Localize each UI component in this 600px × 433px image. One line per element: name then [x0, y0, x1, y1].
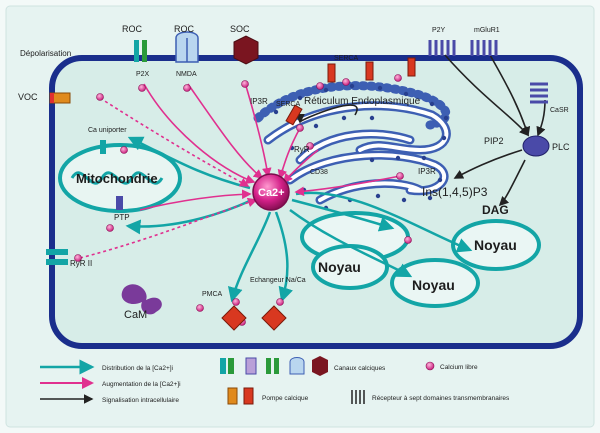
- roc1-label: ROC: [122, 24, 143, 34]
- ca2-label: Ca2+: [258, 187, 285, 199]
- legend-aug: Augmentation de la [Ca2+]i: [102, 381, 181, 388]
- pumps: [221, 57, 416, 331]
- voc-channel: [49, 92, 71, 104]
- legend: Distribution de la [Ca2+]i Augmentation …: [40, 356, 510, 405]
- noyau3-label: Noyau: [412, 277, 455, 293]
- legend-channels: Canaux calciques: [334, 365, 386, 372]
- voc-label: VOC: [18, 92, 38, 102]
- gpcr-right-label: CaSR: [550, 107, 569, 114]
- legend-receptor: Récepteur à sept domaines transmembranai…: [372, 395, 510, 402]
- exchanger-label: Echangeur Na/Ca: [250, 277, 306, 284]
- gpcr-left-label: P2Y: [432, 27, 446, 34]
- gpcr-mid-label: mGluR1: [474, 27, 500, 34]
- roc-nmda-channel: [175, 31, 199, 63]
- roc-p2x-channel: [134, 40, 147, 62]
- augmentation-arrows: [79, 83, 401, 259]
- reticulum-label: Réticulum Endoplasmique: [304, 96, 421, 107]
- plc-enzyme: [522, 135, 550, 157]
- ryr-membrane-label: RyR II: [70, 259, 92, 268]
- legend-dist: Distribution de la [Ca2+]i: [102, 365, 173, 372]
- ip3r-top-label: IP3R: [250, 97, 268, 106]
- p2x-label: P2X: [136, 71, 150, 78]
- nucleus-3: [390, 258, 480, 308]
- roc2-label: ROC: [174, 24, 195, 34]
- ptp-label: PTP: [114, 213, 130, 222]
- legend-free-ca: Calcium libre: [440, 364, 478, 371]
- pmca-label: PMCA: [202, 291, 223, 298]
- noyau2-label: Noyau: [474, 237, 517, 253]
- nucleus-2: [451, 219, 541, 271]
- ptp-channel: [116, 196, 123, 210]
- uniporter-label: Ca uniporter: [88, 127, 127, 134]
- cam-label: CaM: [124, 309, 147, 321]
- er-lumen: [266, 103, 449, 202]
- dag-label: DAG: [482, 203, 509, 217]
- ip3r-right-label: IP3R: [418, 167, 436, 176]
- gpcr-receptors: [428, 40, 548, 104]
- legend-pumps: Pompe calcique: [262, 395, 309, 402]
- depolarisation-label: Dépolarisation: [20, 49, 71, 58]
- central-calcium: [252, 173, 290, 211]
- soc-label: SOC: [230, 24, 250, 34]
- mitochondrion: [58, 143, 182, 213]
- calmodulin: [121, 284, 162, 315]
- plc-label: PLC: [552, 142, 570, 152]
- ryr-er-label: RyR: [294, 145, 310, 154]
- ryr-membrane-channel: [46, 249, 68, 265]
- uniporter-channel: [100, 140, 106, 154]
- serca-er-label: SERCA: [334, 55, 358, 62]
- serca-left-label: SERCA: [276, 101, 300, 108]
- free-calcium-dots: [74, 74, 412, 326]
- nuclei: [300, 211, 541, 308]
- noyau1-label: Noyau: [318, 259, 361, 275]
- mitochondrie-label: Mitochondrie: [76, 171, 158, 186]
- ins-label: Ins(1,4,5)P3: [422, 185, 488, 199]
- distribution-arrows: [125, 136, 473, 303]
- nmda-label: NMDA: [176, 71, 197, 78]
- signaling-arrows: [295, 54, 546, 207]
- soc-channel: [233, 35, 259, 65]
- pip2-label: PIP2: [484, 136, 504, 146]
- legend-signal: Signalisation intracellulaire: [102, 397, 179, 404]
- cd38-label: CD38: [310, 169, 328, 176]
